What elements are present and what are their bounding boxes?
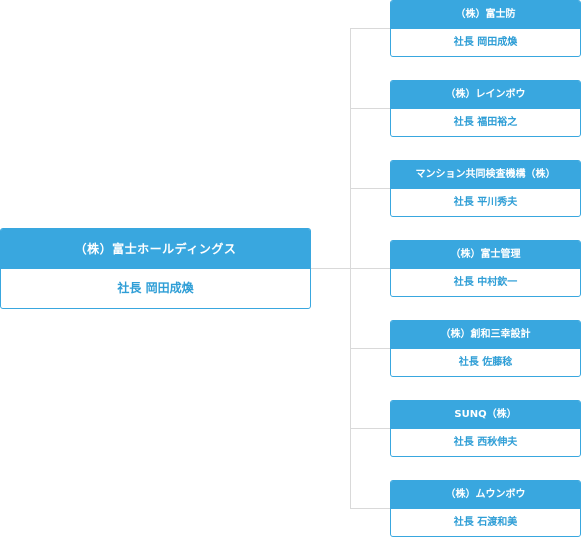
parent-company-name: （株）富士ホールディングス — [1, 229, 310, 269]
subsidiary-card-muunbou: （株）ムウンボウ 社長 石渡和美 — [390, 480, 581, 537]
subsidiary-name: （株）創和三幸設計 — [391, 321, 580, 349]
subsidiary-president: 社長 中村欽一 — [453, 277, 518, 288]
connector-parent-horizontal — [311, 268, 350, 269]
subsidiary-president: 社長 福田裕之 — [453, 117, 518, 128]
subsidiary-card-fujibou: （株）富士防 社長 岡田成煥 — [390, 0, 581, 57]
connector-branch — [350, 348, 390, 349]
subsidiary-name: （株）レインボウ — [391, 81, 580, 109]
subsidiary-card-sunq: SUNQ（株） 社長 西秋伸夫 — [390, 400, 581, 457]
subsidiary-name: （株）富士防 — [391, 1, 580, 29]
subsidiary-card-souwa: （株）創和三幸設計 社長 佐藤稔 — [390, 320, 581, 377]
subsidiary-president: 社長 佐藤稔 — [458, 357, 513, 368]
subsidiary-name: （株）富士管理 — [391, 241, 580, 269]
parent-company-president: 社長 岡田成煥 — [117, 281, 194, 295]
subsidiary-name: SUNQ（株） — [391, 401, 580, 429]
subsidiary-card-inspection: マンション共同検査機構（株） 社長 平川秀夫 — [390, 160, 581, 217]
connector-branch — [350, 108, 390, 109]
connector-branch — [350, 428, 390, 429]
subsidiary-name: マンション共同検査機構（株） — [391, 161, 580, 189]
connector-branch — [350, 28, 390, 29]
connector-branch — [350, 188, 390, 189]
connector-branch — [350, 268, 390, 269]
subsidiary-card-fuji-kanri: （株）富士管理 社長 中村欽一 — [390, 240, 581, 297]
subsidiary-president: 社長 石渡和美 — [453, 517, 518, 528]
subsidiary-card-rainbow: （株）レインボウ 社長 福田裕之 — [390, 80, 581, 137]
subsidiary-president: 社長 西秋伸夫 — [453, 437, 518, 448]
connector-branch — [350, 508, 390, 509]
subsidiary-president: 社長 平川秀夫 — [453, 197, 518, 208]
subsidiary-name: （株）ムウンボウ — [391, 481, 580, 509]
subsidiary-president: 社長 岡田成煥 — [453, 37, 518, 48]
parent-company-card: （株）富士ホールディングス 社長 岡田成煥 — [0, 228, 311, 309]
